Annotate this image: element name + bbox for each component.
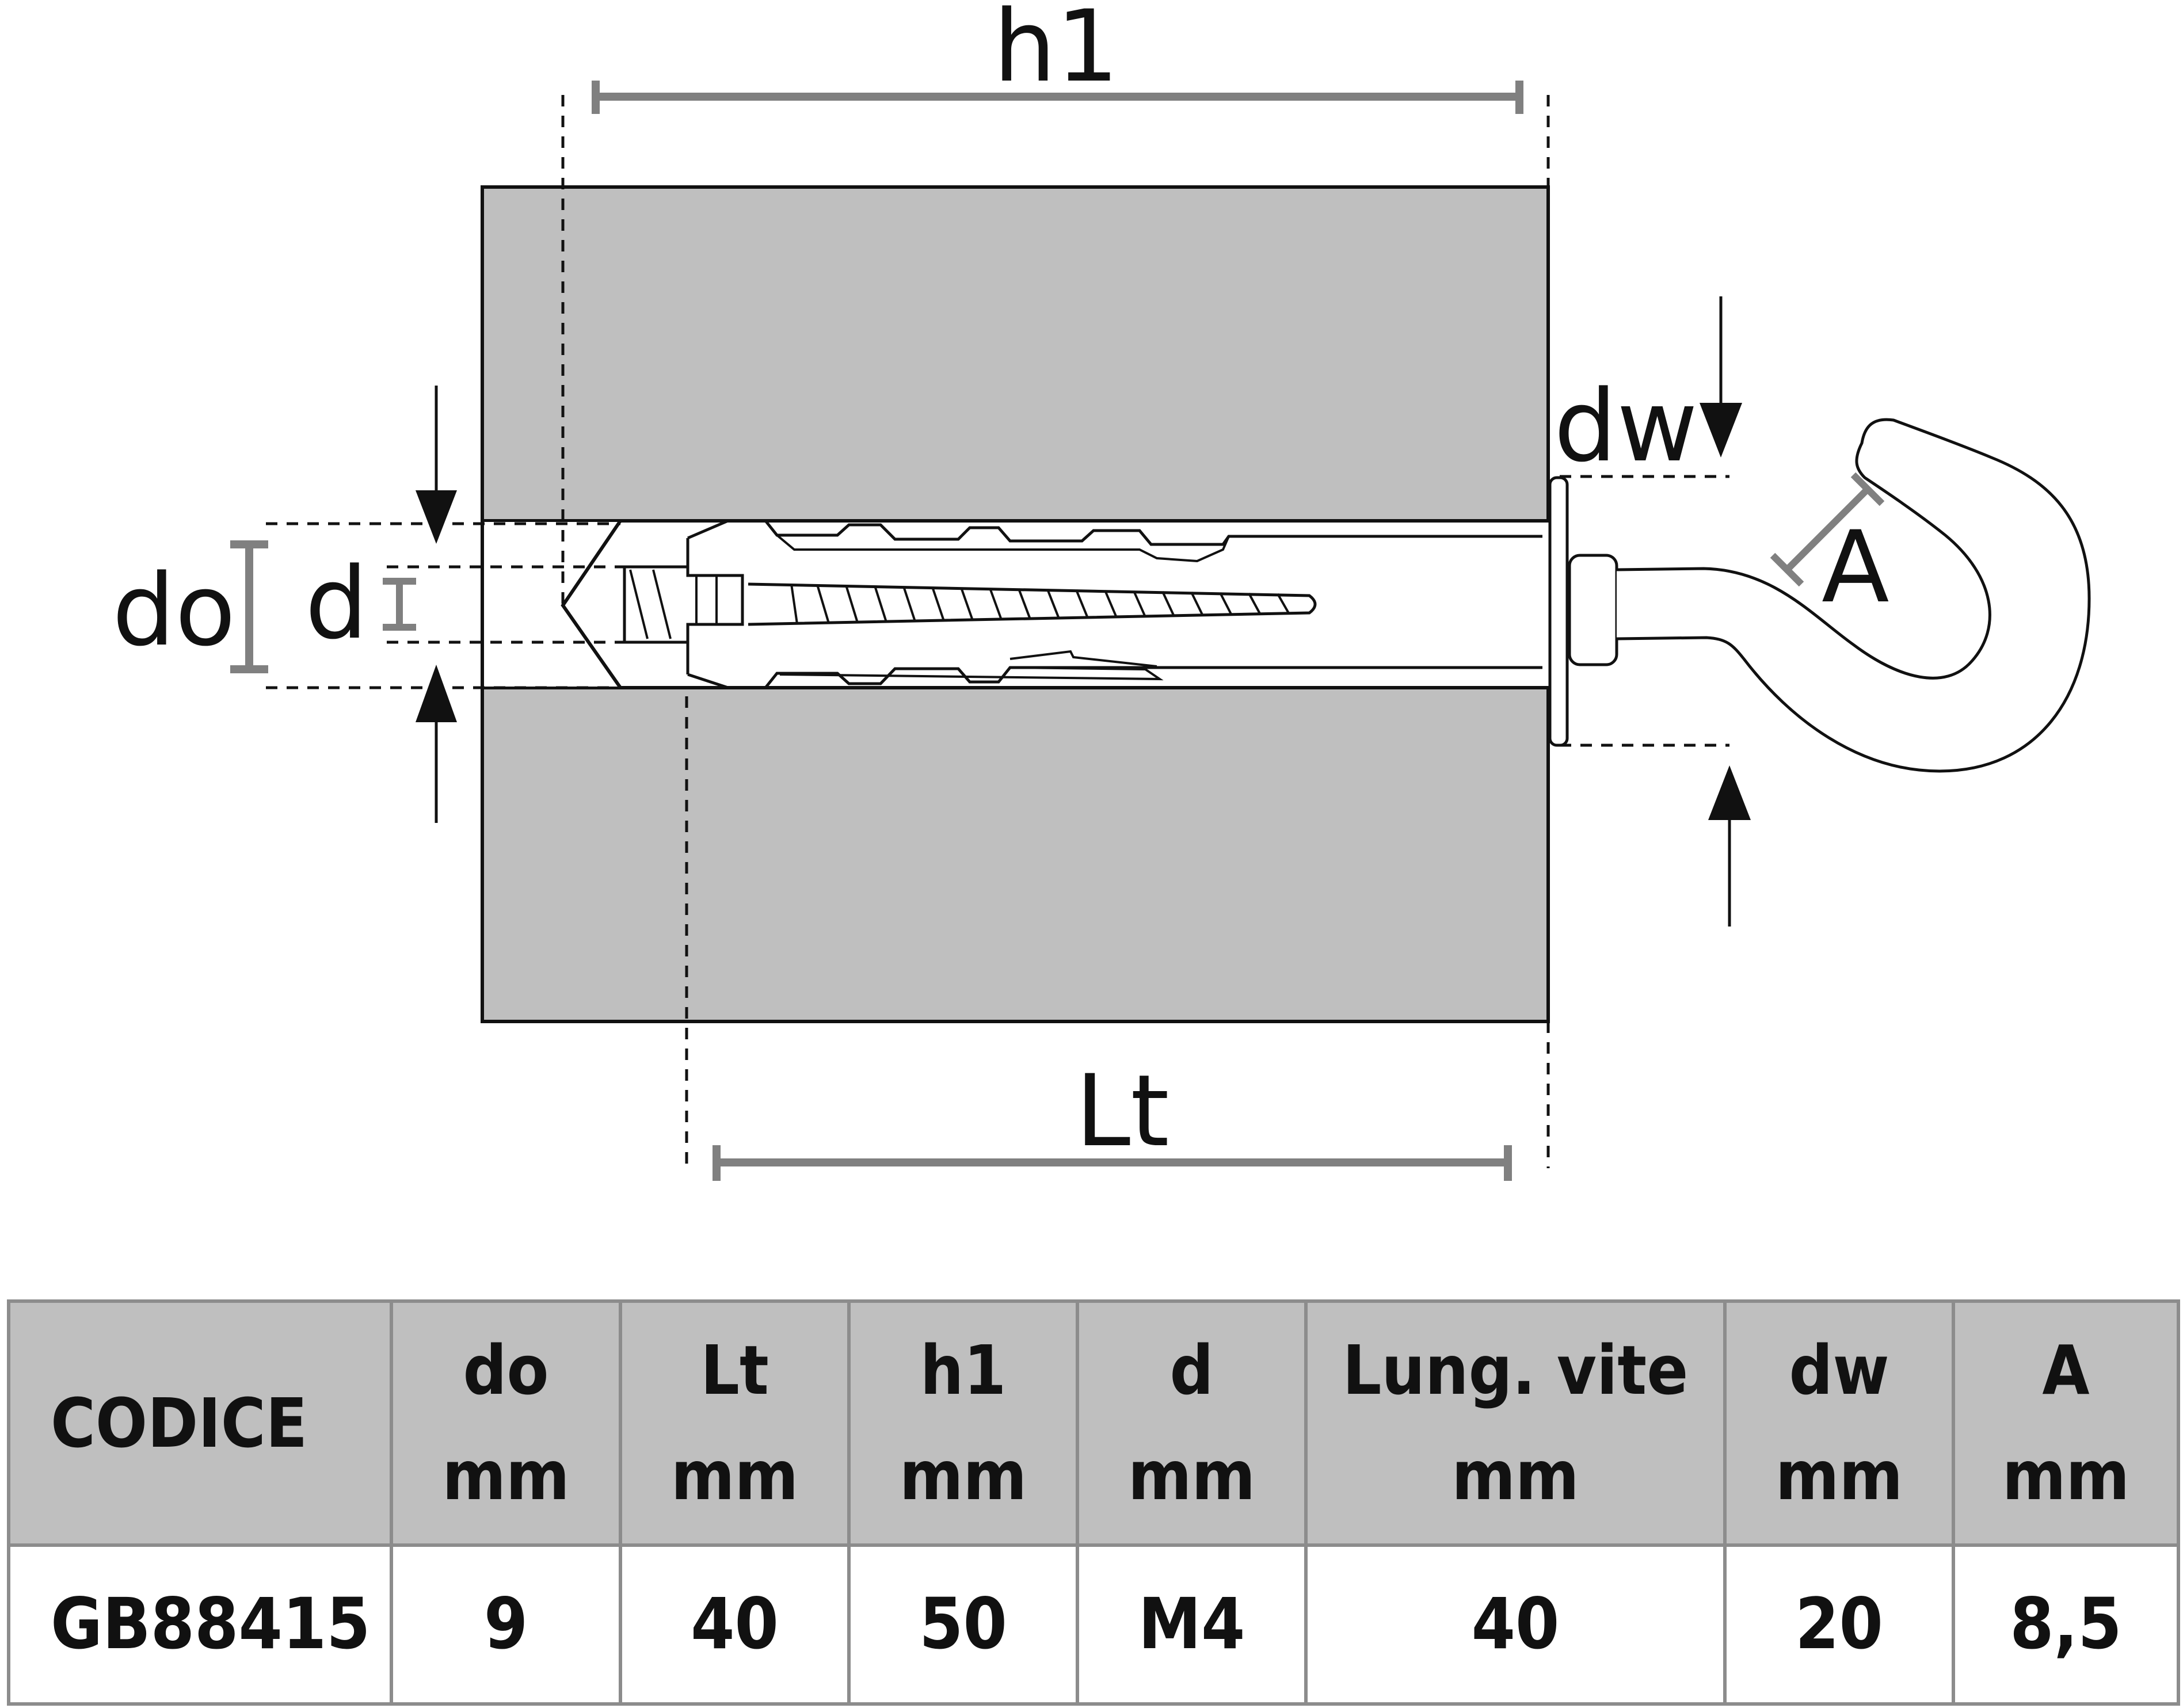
drill-hole-outline — [561, 519, 1548, 689]
dimension-h1 — [592, 81, 1523, 114]
dw-arrows — [1700, 296, 1751, 927]
hook — [1616, 418, 2091, 773]
dimension-d — [383, 578, 416, 631]
drill-hole — [484, 522, 1546, 687]
label-h1: h1 — [993, 0, 1119, 104]
header-d: d mm — [1076, 1299, 1308, 1547]
table-header-row: CODICE do mm Lt mm h1 mm d mm Lung. vite… — [7, 1299, 2180, 1547]
label-dw: dw — [1554, 368, 1698, 484]
do-arrows — [416, 386, 457, 823]
cell-h1: 50 — [847, 1543, 1079, 1706]
spec-table: CODICE do mm Lt mm h1 mm d mm Lung. vite… — [7, 1299, 2180, 1706]
wall-block-lower — [481, 686, 1550, 1023]
screw-thread — [623, 565, 1317, 644]
plug-inner-slot — [686, 538, 744, 674]
label-A: A — [1822, 509, 1889, 625]
cell-d: M4 — [1076, 1543, 1308, 1706]
header-a: A mm — [1952, 1299, 2180, 1547]
cell-a: 8,5 — [1952, 1543, 2180, 1706]
cell-do: 9 — [390, 1543, 622, 1706]
hook-collar — [1568, 554, 1618, 666]
dimension-do — [230, 540, 268, 673]
header-h1: h1 mm — [847, 1299, 1079, 1547]
cell-codice: GB88415 — [7, 1543, 393, 1706]
cell-dw: 20 — [1723, 1543, 1955, 1706]
cell-lt: 40 — [619, 1543, 851, 1706]
label-Lt: Lt — [1075, 1053, 1169, 1169]
washer — [1548, 476, 1569, 747]
dimension-A — [1770, 472, 1885, 587]
anchor-hook-diagram: h1 Lt do d dw A — [112, 0, 2091, 1181]
header-lt: Lt mm — [619, 1299, 851, 1547]
header-codice: CODICE — [7, 1299, 393, 1547]
header-lung-vite: Lung. vite mm — [1304, 1299, 1727, 1547]
dimension-Lt — [713, 1145, 1512, 1181]
table-row: GB88415 9 40 50 M4 40 20 8,5 — [7, 1543, 2180, 1706]
cell-lung-vite: 40 — [1304, 1543, 1727, 1706]
header-do: do mm — [390, 1299, 622, 1547]
label-do: do — [112, 552, 235, 668]
label-d: d — [305, 546, 368, 661]
wall-block-upper — [481, 185, 1550, 523]
header-dw: dw mm — [1723, 1299, 1955, 1547]
